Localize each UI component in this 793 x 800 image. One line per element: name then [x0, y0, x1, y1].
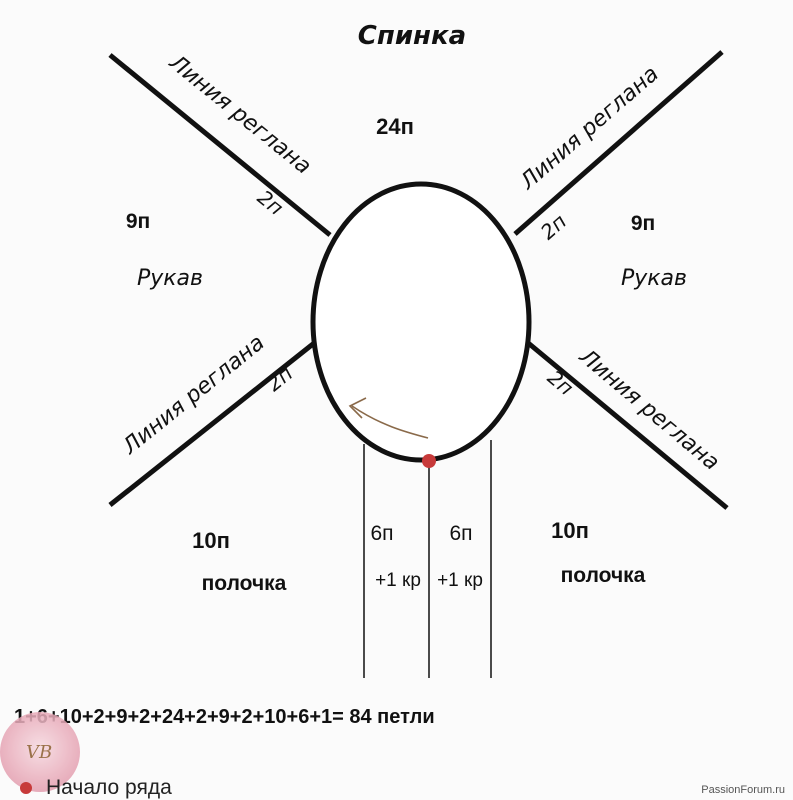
raglan-line-bottom-right [525, 340, 729, 510]
direction-arrow [351, 405, 429, 439]
raglan-line-top-left [108, 53, 332, 237]
watermark: PassionForum.ru [701, 784, 785, 796]
center-count-right: 6п [449, 522, 472, 545]
sleeve-label-left: Рукав [137, 266, 203, 291]
legend-start-label: Начало ряда [46, 776, 172, 799]
raglan-label-bottom-right: Линия реглана [574, 344, 724, 476]
row-start-dot-icon [20, 782, 32, 795]
row-start-marker [422, 454, 436, 468]
front-label-left: полочка [202, 572, 287, 595]
edge-stitch-left: +1 кр [375, 570, 421, 591]
front-label-right: полочка [561, 564, 646, 587]
arrow-head-icon [348, 397, 367, 419]
raglan-line-top-right [513, 50, 724, 236]
raglan-line-bottom-left [108, 338, 320, 507]
edge-stitch-right: +1 кр [437, 570, 483, 591]
center-count-left: 6п [370, 522, 393, 545]
two-stitch-top-right: 2п [536, 209, 571, 244]
sleeve-count-right: 9п [631, 212, 655, 235]
logo-text: VB [26, 742, 53, 763]
raglan-label-top-right: Линия реглана [515, 62, 664, 196]
stitch-count-formula: 1+6+10+2+9+2+24+2+9+2+10+6+1= 84 петли [14, 706, 435, 728]
two-stitch-bottom-left: 2п [262, 361, 297, 396]
front-count-right: 10п [551, 518, 589, 543]
sleeve-label-right: Рукав [621, 266, 687, 291]
back-count: 24п [376, 114, 414, 139]
sleeve-count-left: 9п [126, 210, 150, 233]
back-label: Спинка [358, 21, 466, 51]
two-stitch-bottom-right: 2п [543, 365, 578, 400]
forum-logo: VB [0, 712, 80, 792]
front-count-left: 10п [192, 528, 230, 553]
legend: Начало ряда [20, 776, 172, 800]
two-stitch-top-left: 2п [253, 185, 288, 220]
neck-opening [310, 181, 532, 463]
